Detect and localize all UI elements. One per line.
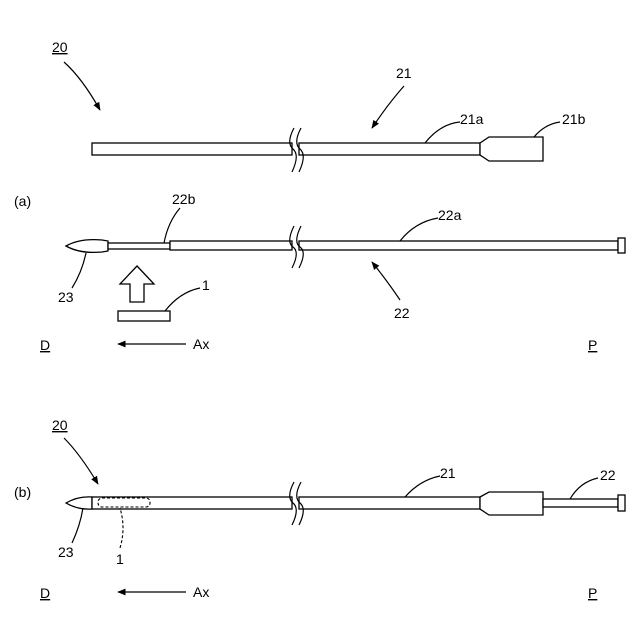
inner-member-exposed (543, 499, 618, 507)
assembly-leader-arrow (64, 438, 98, 484)
inner-member-ref-label: 22 (600, 467, 616, 483)
element-ref-label: 1 (116, 551, 124, 567)
element-ref-label: 1 (202, 277, 210, 293)
panel-a: 20 21 21a 21b (a) 22b (14, 39, 625, 353)
proximal-label: P (588, 585, 597, 601)
inner-tip-leader (164, 208, 180, 243)
tip-leader (72, 508, 83, 543)
element-leader-hidden (120, 508, 123, 548)
outer-tube-hub (480, 492, 543, 515)
outer-tube (92, 128, 543, 172)
tip-ref-label: 23 (58, 544, 74, 560)
inner-member (66, 226, 625, 268)
outer-tube-leader (405, 476, 440, 497)
outer-tube-body-right (299, 497, 480, 509)
outer-tube-hub (480, 137, 543, 161)
inner-tip-shaft (108, 243, 170, 249)
tip-element (66, 240, 108, 253)
outer-hub-ref-label: 21b (562, 111, 586, 127)
inner-member-leader-arrow (372, 262, 400, 300)
outer-tube-ref-label: 21 (396, 65, 412, 81)
assembled-device (66, 482, 625, 525)
outer-body-ref-label: 21a (460, 111, 484, 127)
outer-tube-ref-label: 21 (440, 465, 456, 481)
outer-tube-body-left (92, 143, 292, 155)
assembly-ref-label: 20 (52, 39, 68, 55)
tip-element (66, 497, 92, 509)
inner-member-ref-label: 22 (394, 305, 410, 321)
inner-proximal-stop (618, 495, 625, 511)
element-leader (165, 288, 200, 311)
panel-b: 20 (b) 21 22 23 1 D Ax P (14, 417, 625, 601)
distal-label: D (40, 585, 50, 601)
panel-a-label: (a) (14, 193, 31, 209)
distal-label: D (40, 337, 50, 353)
element-part (118, 311, 170, 321)
insert-direction-arrow-icon (120, 266, 154, 302)
inner-body-left (170, 241, 292, 250)
axis-label: Ax (193, 336, 209, 352)
inner-proximal-stop (618, 238, 625, 253)
axis-label: Ax (193, 584, 209, 600)
assembly-leader-arrow (64, 62, 100, 110)
inner-body-leader (400, 218, 438, 241)
inner-body-right (299, 241, 618, 250)
inner-member-leader (570, 478, 598, 499)
assembly-ref-label: 20 (52, 417, 68, 433)
outer-tube-leader-arrow (372, 86, 404, 128)
inner-body-ref-label: 22a (438, 207, 462, 223)
panel-b-label: (b) (14, 484, 31, 500)
outer-tube-body-right (299, 143, 480, 155)
proximal-label: P (588, 337, 597, 353)
inner-tip-ref-label: 22b (172, 191, 196, 207)
outer-body-leader (425, 122, 460, 143)
tip-leader (72, 253, 86, 288)
tip-ref-label: 23 (58, 289, 74, 305)
outer-hub-leader (534, 122, 560, 137)
